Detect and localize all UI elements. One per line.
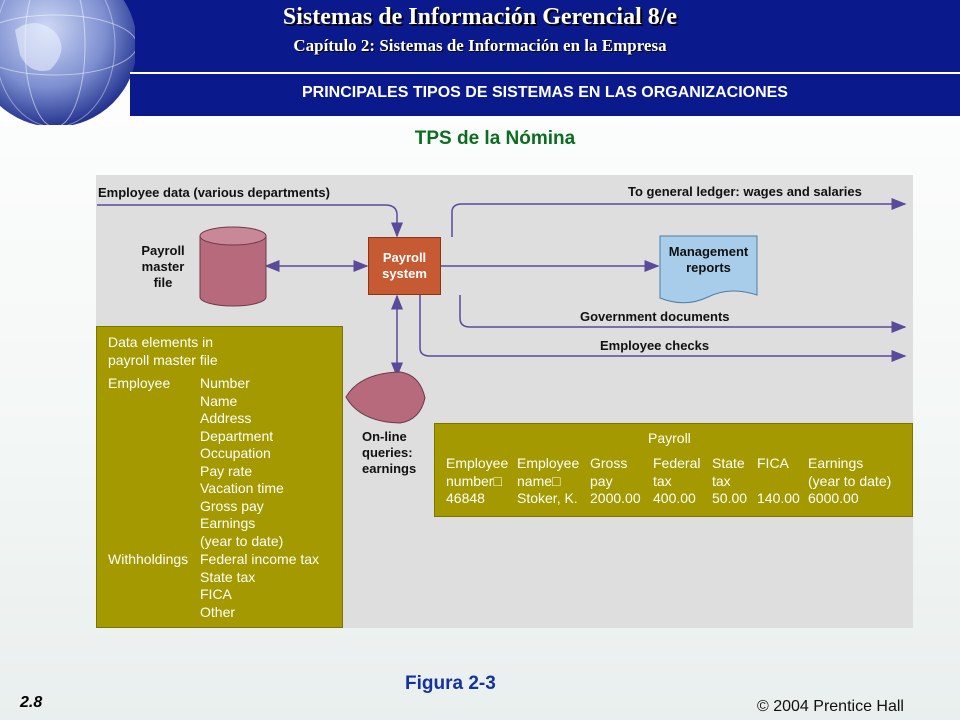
list-item: Earnings	[200, 515, 256, 531]
payroll-record-box	[434, 423, 913, 517]
list-item: Gross pay	[200, 497, 264, 514]
master-file-cylinder	[199, 226, 267, 307]
employee-items: Number Name Address Department Occupatio…	[200, 375, 284, 550]
column-gross-pay: Gross pay 2000.00	[590, 455, 641, 506]
list-item: Number	[200, 375, 250, 391]
list-item: Other	[200, 603, 236, 620]
online-queries-label: On-line queries: earnings	[362, 429, 417, 476]
list-item: FICA	[200, 586, 232, 602]
cell-value: 400.00	[653, 490, 696, 506]
column-employee-name: Employee name□ Stoker, K.	[517, 455, 580, 506]
arrow-employee-checks	[419, 295, 907, 362]
list-item: Department	[200, 427, 274, 444]
cell-value: 50.00	[712, 490, 748, 506]
figure-label: Figura 2-3	[405, 673, 496, 694]
management-reports-doc	[659, 235, 758, 304]
section-band	[130, 74, 960, 116]
data-elements-title: Data elements in payroll master file	[108, 334, 218, 368]
payroll-system-box: Payroll system	[368, 237, 441, 295]
payroll-record-title: Payroll	[648, 430, 691, 446]
cell-value: 6000.00	[808, 490, 859, 506]
list-item: State tax	[200, 568, 256, 585]
slide-title: Sistemas de Información Gerencial 8/e	[282, 4, 678, 30]
arrow-government-docs	[459, 295, 907, 333]
online-query-display	[345, 371, 426, 424]
general-ledger-label: To general ledger: wages and salaries	[628, 184, 862, 199]
copyright: © 2004 Prentice Hall	[757, 698, 904, 715]
column-employee-number: Employee number□ 46848	[446, 455, 509, 506]
list-item: Name	[200, 392, 238, 409]
cell-value: 2000.00	[590, 490, 641, 506]
column-fica: FICA 140.00	[757, 455, 800, 506]
master-file-label: Payroll master file	[141, 243, 185, 290]
arrow-employee-data	[97, 204, 403, 238]
withholdings-label: Withholdings	[108, 551, 189, 567]
arrow-general-ledger	[451, 198, 907, 237]
column-earnings: Earnings (year to date) 6000.00	[808, 455, 892, 506]
government-documents-label: Government documents	[580, 309, 730, 324]
list-item: (year to date)	[200, 532, 284, 549]
column-state-tax: State tax 50.00	[712, 455, 748, 506]
list-item: Vacation time	[200, 480, 284, 496]
column-federal-tax: Federal tax 400.00	[653, 455, 701, 506]
cell-value: 140.00	[757, 490, 800, 506]
cell-value: Stoker, K.	[517, 490, 578, 506]
management-reports-label: Management reports	[668, 244, 749, 275]
data-elements-box	[96, 326, 343, 628]
employee-checks-label: Employee checks	[600, 338, 710, 353]
diagram-heading: TPS de la Nómina	[414, 128, 576, 149]
withholding-items: Federal income tax State tax FICA Other	[200, 551, 319, 621]
list-item: Federal income tax	[200, 551, 320, 567]
list-item: Occupation	[200, 445, 271, 461]
globe-logo	[0, 0, 135, 125]
cell-value: 46848	[446, 490, 485, 506]
employee-data-label: Employee data (various departments)	[98, 185, 330, 200]
header-band	[0, 0, 960, 72]
slide-subtitle: Capítulo 2: Sistemas de Información en l…	[293, 36, 667, 55]
list-item: Pay rate	[200, 462, 253, 479]
list-item: Address	[200, 410, 252, 426]
employee-label: Employee	[108, 375, 171, 391]
slide-number: 2.8	[20, 694, 43, 711]
header-divider	[130, 72, 960, 74]
section-title: PRINCIPALES TIPOS DE SISTEMAS EN LAS ORG…	[302, 84, 788, 101]
